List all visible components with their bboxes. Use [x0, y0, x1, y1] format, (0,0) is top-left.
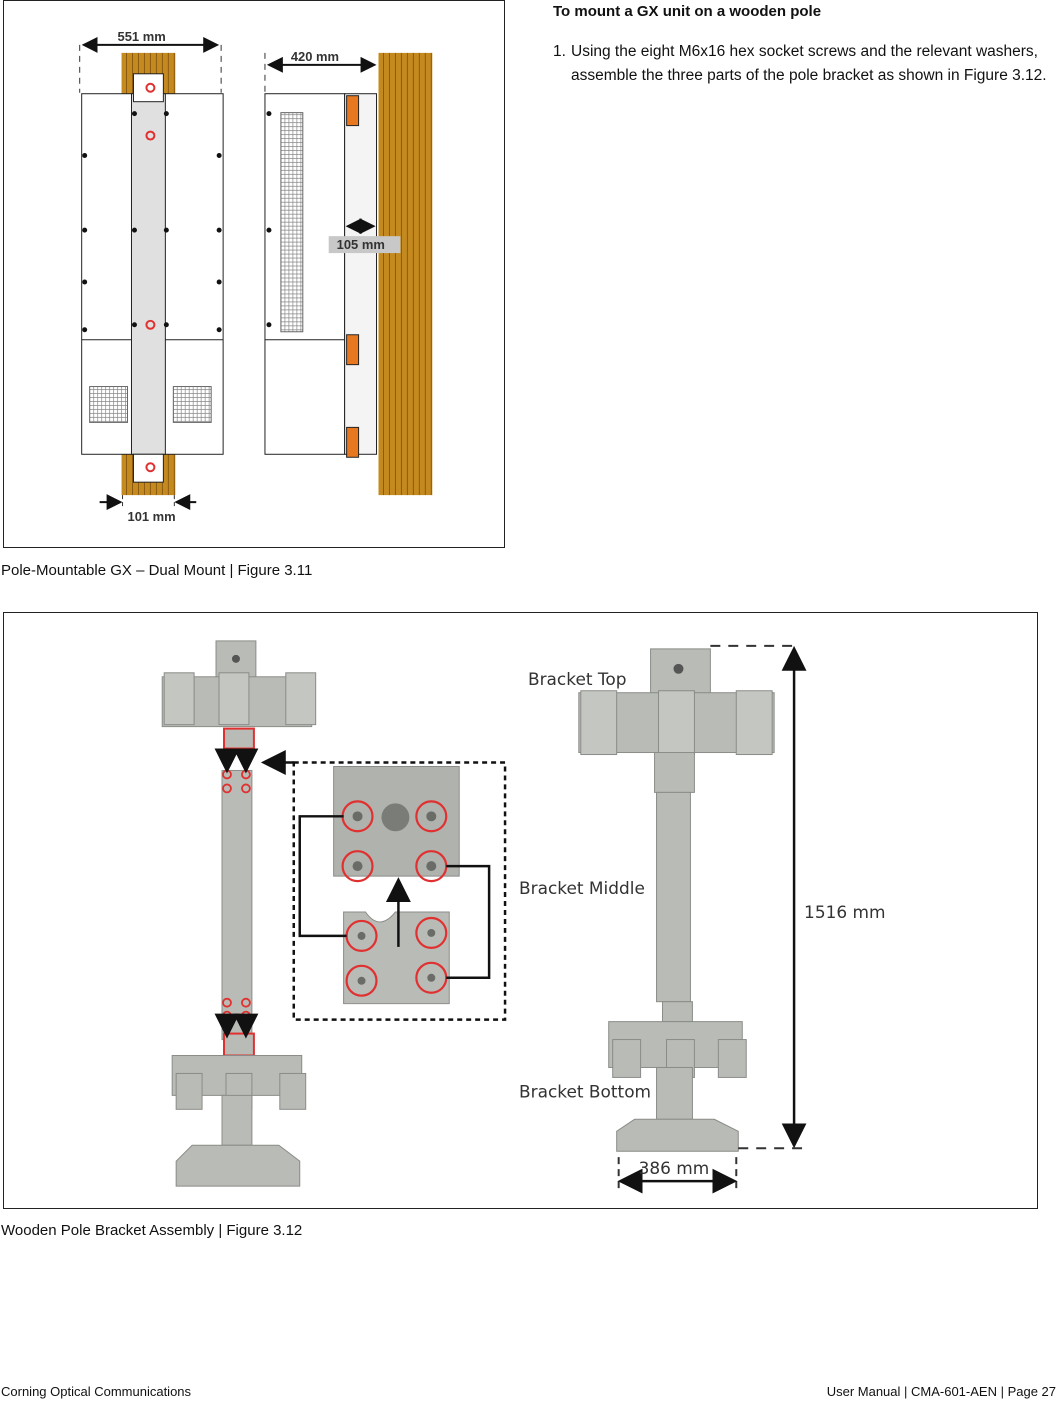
- instruction-step: 1. Using the eight M6x16 hex socket scre…: [553, 40, 1048, 88]
- figure-3-12-caption: Wooden Pole Bracket Assembly | Figure 3.…: [1, 1222, 303, 1239]
- step-number: 1.: [553, 43, 566, 60]
- dim-width-label: 551 mm: [118, 29, 166, 44]
- width-dimension: 386 mm: [617, 1157, 738, 1194]
- dim-width-386-label: 386 mm: [639, 1158, 710, 1178]
- height-dimension: 1516 mm: [710, 644, 886, 1150]
- step-text: Using the eight M6x16 hex socket screws …: [571, 43, 1047, 84]
- figure-3-12-drawing: Bracket Top Bracket Middle Bracket Botto…: [161, 640, 886, 1194]
- dim-depth-label: 420 mm: [291, 49, 339, 64]
- bracket-exploded-view: [161, 640, 317, 1187]
- dim-gap-label: 105 mm: [337, 237, 385, 252]
- label-bracket-middle: Bracket Middle: [519, 878, 645, 898]
- label-bracket-bottom: Bracket Bottom: [519, 1081, 651, 1101]
- label-bracket-top: Bracket Top: [528, 669, 627, 689]
- exploded-arrows: [214, 748, 294, 1039]
- figure-3-11-caption: Pole-Mountable GX – Dual Mount | Figure …: [1, 562, 313, 579]
- figure-3-11-drawing: 551 mm 101 mm: [79, 29, 433, 524]
- front-view: 551 mm 101 mm: [79, 29, 224, 524]
- instructions-heading: To mount a GX unit on a wooden pole: [553, 3, 822, 20]
- figure-3-12: Bracket Top Bracket Middle Bracket Botto…: [3, 612, 1038, 1209]
- detail-inset: [292, 761, 507, 1021]
- bracket-assembled-view: [578, 648, 775, 1152]
- side-view: 420 mm 105 mm: [264, 49, 433, 496]
- figure-3-11: 551 mm 101 mm: [3, 0, 505, 548]
- footer-company: Corning Optical Communications: [1, 1384, 192, 1399]
- dim-pole-label: 101 mm: [128, 509, 176, 524]
- dim-height-label: 1516 mm: [804, 902, 886, 922]
- footer-page-info: User Manual | CMA-601-AEN | Page 27: [826, 1384, 1056, 1399]
